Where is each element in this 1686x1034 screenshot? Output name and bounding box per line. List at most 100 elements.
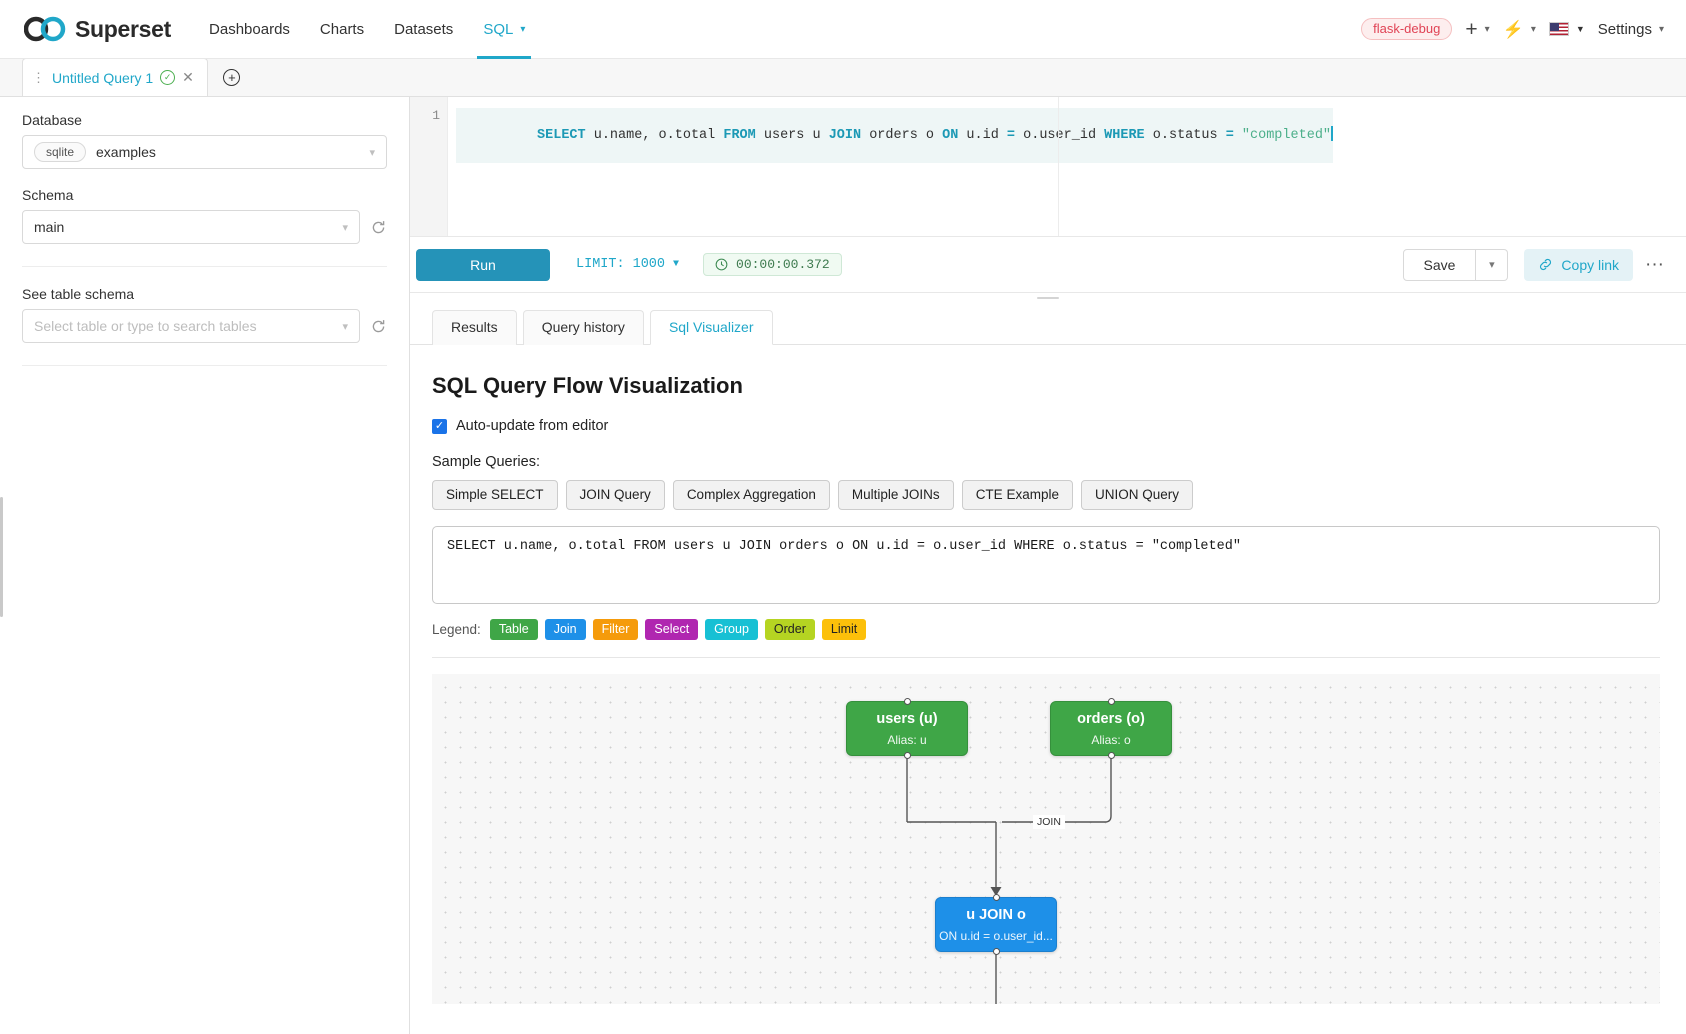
nav-link-datasets[interactable]: Datasets bbox=[394, 20, 454, 38]
legend: Legend: Table Join Filter Select Group O… bbox=[432, 619, 1660, 658]
schema-label: Schema bbox=[22, 187, 74, 203]
sample-query-simple-select[interactable]: Simple SELECT bbox=[432, 480, 558, 510]
drag-handle-icon[interactable]: ⋮ bbox=[32, 70, 45, 85]
sample-query-union-query[interactable]: UNION Query bbox=[1080, 480, 1193, 510]
database-row: sqlite examples ▾ bbox=[22, 135, 387, 169]
save-button[interactable]: Save bbox=[1402, 248, 1477, 281]
panel-resize-handle[interactable] bbox=[410, 293, 1686, 303]
nav-link-dashboards[interactable]: Dashboards bbox=[209, 20, 290, 38]
schema-select[interactable]: main ▾ bbox=[22, 210, 360, 244]
legend-item-limit: Limit bbox=[821, 619, 867, 640]
toolbar-right: Save ▾ Copy link ··· bbox=[1402, 248, 1664, 281]
nav-link-sql[interactable]: SQL ▾ bbox=[477, 0, 532, 59]
node-handle-bottom[interactable] bbox=[992, 948, 1000, 955]
editor-code-area[interactable]: SELECT u.name, o.total FROM users u JOIN… bbox=[448, 97, 1686, 236]
caret-down-icon: ▼ bbox=[1575, 24, 1585, 34]
limit-value: 1000 bbox=[632, 257, 666, 272]
sql-token: ON bbox=[942, 128, 959, 143]
nav-link-charts[interactable]: Charts bbox=[319, 20, 365, 38]
panel-divider bbox=[22, 266, 387, 267]
sample-query-cte-example[interactable]: CTE Example bbox=[961, 480, 1073, 510]
caret-down-icon: ▼ bbox=[673, 259, 680, 270]
navbar-right: flask-debug + ▾ ⚡ ▾ ▼ Settings ▾ bbox=[1361, 18, 1664, 40]
sql-editor[interactable]: 1 SELECT u.name, o.total FROM users u JO… bbox=[410, 97, 1686, 237]
query-tab-bar: ⋮ Untitled Query 1 ✓ ✕ + bbox=[0, 58, 1686, 97]
sql-token bbox=[1234, 128, 1242, 143]
refresh-schema-icon[interactable] bbox=[370, 219, 387, 236]
limit-dropdown[interactable]: LIMIT: 1000 ▼ bbox=[576, 257, 679, 272]
database-select[interactable]: sqlite examples ▾ bbox=[22, 135, 387, 169]
run-button[interactable]: Run bbox=[416, 248, 550, 281]
settings-label: Settings bbox=[1597, 20, 1652, 38]
node-handle-top[interactable] bbox=[992, 894, 1000, 901]
node-handle-bottom[interactable] bbox=[903, 752, 911, 759]
add-query-tab-button[interactable]: + bbox=[208, 58, 256, 96]
chevron-down-icon: ▾ bbox=[342, 221, 348, 234]
flow-node-subtitle: Alias: o bbox=[1091, 732, 1131, 747]
new-item-button[interactable]: + ▾ bbox=[1465, 19, 1489, 40]
legend-item-order: Order bbox=[764, 619, 815, 640]
flow-canvas[interactable]: JOIN users (u) Alias: u orders (o) Alias… bbox=[432, 674, 1660, 1004]
copy-link-label: Copy link bbox=[1561, 256, 1620, 273]
database-value: examples bbox=[96, 144, 156, 160]
node-handle-bottom[interactable] bbox=[1107, 752, 1115, 759]
tab-query-history[interactable]: Query history bbox=[522, 310, 644, 345]
panel-divider-2 bbox=[22, 365, 387, 366]
sql-token: SELECT bbox=[537, 128, 586, 143]
query-tab-label: Untitled Query 1 bbox=[52, 69, 154, 86]
plus-icon: + bbox=[1465, 17, 1478, 41]
chevron-down-icon: ▾ bbox=[1484, 23, 1490, 35]
check-circle-icon: ✓ bbox=[160, 70, 176, 85]
query-tab-untitled-query-1[interactable]: ⋮ Untitled Query 1 ✓ ✕ bbox=[22, 58, 208, 96]
editor-print-margin bbox=[1058, 97, 1059, 236]
sql-token: o.status bbox=[1144, 128, 1226, 143]
timer-value: 00:00:00.372 bbox=[736, 257, 830, 272]
schema-value: main bbox=[34, 219, 65, 235]
language-selector[interactable]: ▼ bbox=[1548, 22, 1585, 36]
table-schema-label: See table schema bbox=[22, 286, 135, 302]
flow-node-users[interactable]: users (u) Alias: u bbox=[846, 698, 968, 759]
auto-update-checkbox[interactable]: ✓ bbox=[432, 418, 447, 434]
nav-links: Dashboards Charts Datasets SQL ▾ bbox=[209, 0, 532, 59]
sql-token: WHERE bbox=[1104, 128, 1145, 143]
sql-token: "completed" bbox=[1241, 128, 1332, 143]
tab-results[interactable]: Results bbox=[432, 310, 517, 345]
legend-item-table: Table bbox=[489, 619, 538, 640]
settings-menu[interactable]: Settings ▾ bbox=[1598, 21, 1664, 38]
sample-query-complex-aggregation[interactable]: Complex Aggregation bbox=[672, 480, 830, 510]
plus-circle-icon: + bbox=[223, 68, 241, 86]
legend-item-join: Join bbox=[544, 619, 586, 640]
sample-query-multiple-joins[interactable]: Multiple JOINs bbox=[837, 480, 954, 510]
database-engine-pill: sqlite bbox=[34, 142, 87, 162]
legend-label: Legend: bbox=[432, 622, 481, 637]
table-select[interactable]: Select table or type to search tables ▾ bbox=[22, 309, 360, 343]
panel-scrollbar[interactable] bbox=[0, 497, 3, 617]
flow-node-subtitle: ON u.id = o.user_id... bbox=[939, 928, 1053, 943]
sql-token: u.id bbox=[958, 128, 1007, 143]
flow-edges bbox=[906, 756, 1112, 1004]
flow-node-orders[interactable]: orders (o) Alias: o bbox=[1050, 698, 1172, 759]
flow-node-title: orders (o) bbox=[1077, 711, 1145, 728]
sql-token: orders o bbox=[861, 128, 943, 143]
tab-sql-visualizer[interactable]: Sql Visualizer bbox=[649, 310, 773, 345]
node-handle-top[interactable] bbox=[903, 698, 911, 705]
brand-name: Superset bbox=[75, 15, 172, 42]
brand-logo-link[interactable]: Superset bbox=[24, 16, 171, 43]
editor-gutter: 1 bbox=[410, 97, 448, 236]
nav-link-sql-label: SQL bbox=[483, 20, 514, 38]
sql-input-textarea[interactable] bbox=[432, 526, 1660, 604]
close-icon[interactable]: ✕ bbox=[182, 69, 194, 85]
query-timer: 00:00:00.372 bbox=[703, 253, 842, 276]
node-handle-top[interactable] bbox=[1107, 698, 1115, 705]
chevron-down-icon: ▾ bbox=[520, 23, 526, 35]
clock-icon bbox=[715, 258, 728, 271]
editor-and-results-panel: 1 SELECT u.name, o.total FROM users u JO… bbox=[410, 97, 1686, 1034]
save-dropdown-button[interactable]: ▾ bbox=[1476, 248, 1509, 281]
sample-query-join-query[interactable]: JOIN Query bbox=[565, 480, 665, 510]
copy-link-button[interactable]: Copy link bbox=[1524, 248, 1634, 281]
more-options-icon[interactable]: ··· bbox=[1645, 253, 1664, 275]
bolt-menu-button[interactable]: ⚡ ▾ bbox=[1503, 21, 1536, 38]
text-cursor bbox=[1331, 126, 1333, 141]
flow-node-join[interactable]: u JOIN o ON u.id = o.user_id... bbox=[935, 894, 1057, 955]
refresh-tables-icon[interactable] bbox=[370, 318, 387, 335]
